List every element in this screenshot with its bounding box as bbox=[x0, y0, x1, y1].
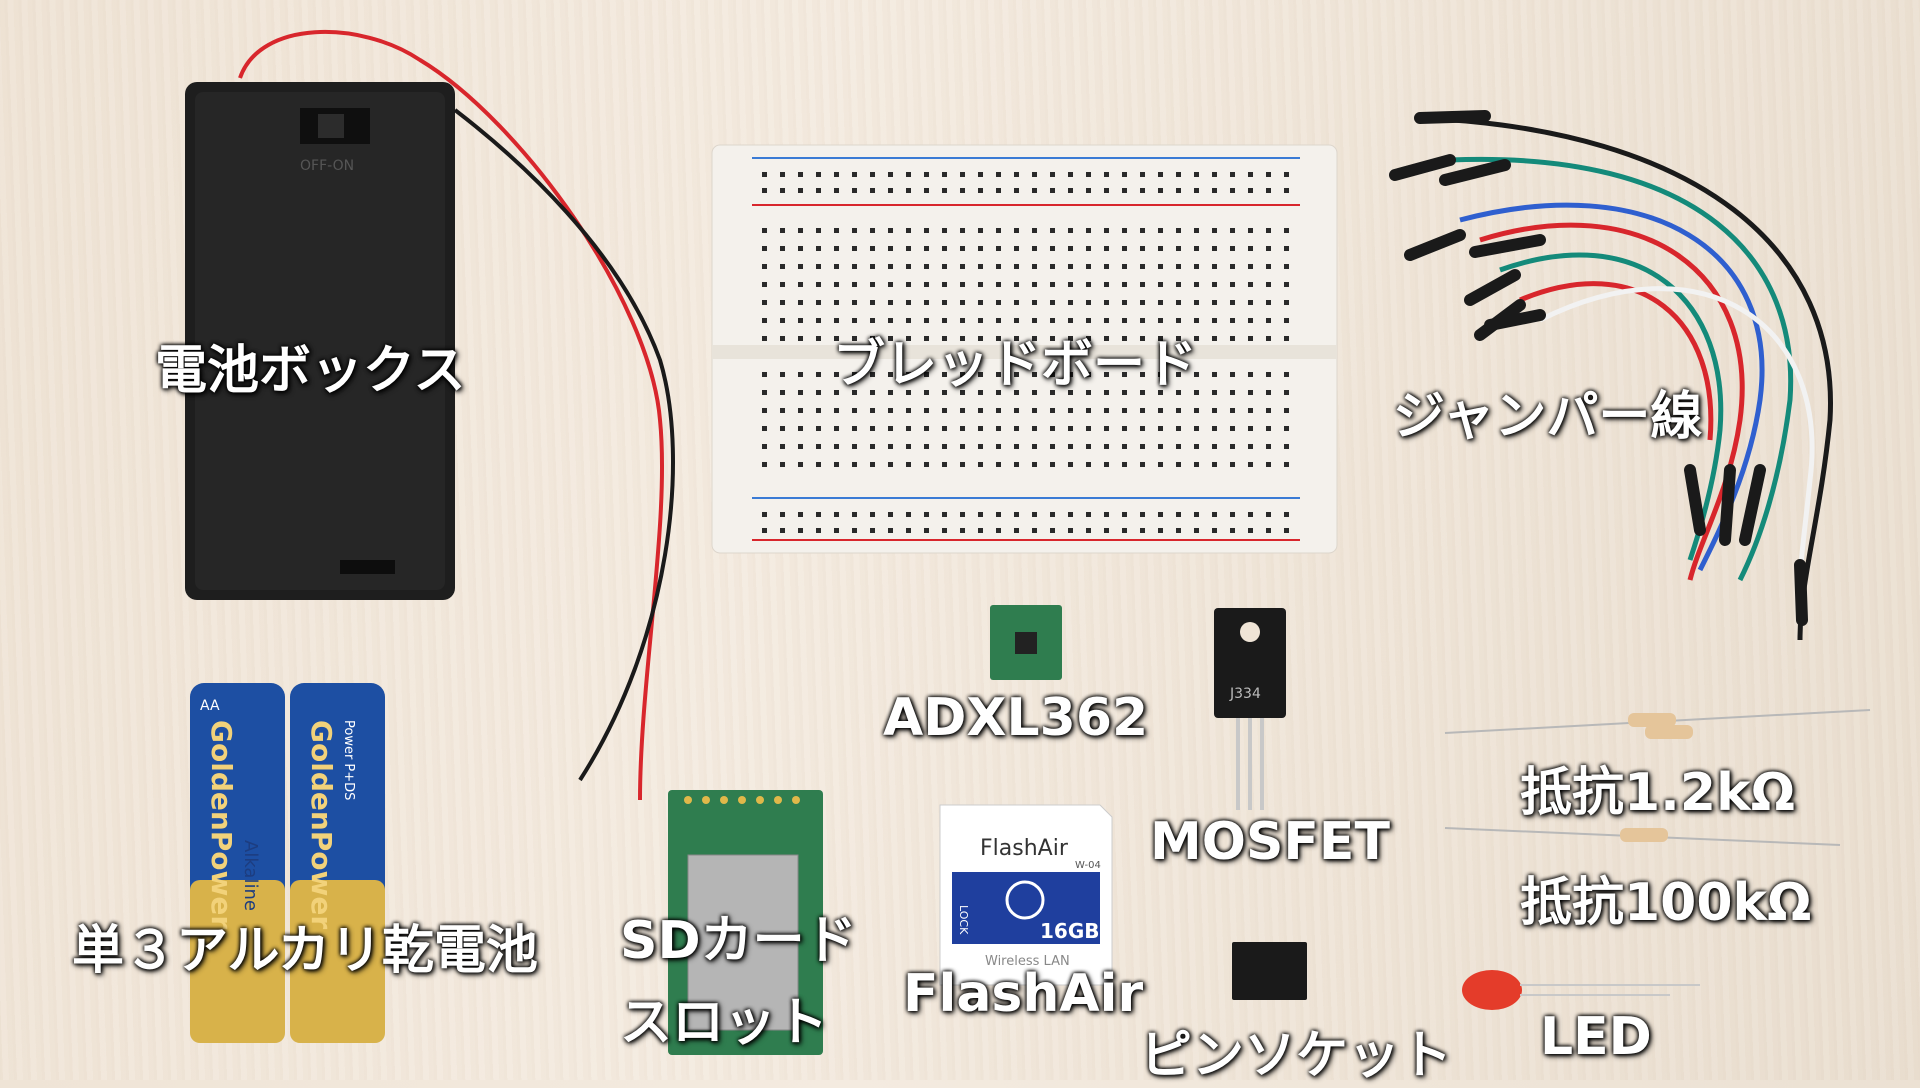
flashair-lock: LOCK bbox=[957, 905, 970, 935]
breadboard-holes bbox=[762, 172, 1289, 533]
flashair-brand: FlashAir bbox=[980, 836, 1069, 861]
sd-card-slot bbox=[668, 790, 823, 1055]
mosfet-part: J334 bbox=[1229, 686, 1261, 702]
flashair-capacity: 16GB bbox=[1040, 919, 1100, 943]
battery-series: Power P+DS bbox=[341, 720, 356, 800]
flashair-wifi: Wireless LAN bbox=[985, 954, 1070, 969]
label-pin-socket: ピンソケット bbox=[1140, 1026, 1453, 1086]
label-jumper-wire: ジャンパー線 bbox=[1393, 387, 1703, 447]
resistor-100k bbox=[1444, 827, 1841, 846]
black-wire bbox=[453, 108, 675, 782]
adxl362-board bbox=[990, 605, 1062, 680]
label-battery-box: 電池ボックス bbox=[155, 341, 466, 401]
pin-socket bbox=[1232, 942, 1307, 1000]
aa-batteries: GoldenPower GoldenPower AA Power P+DS Al… bbox=[190, 683, 385, 1043]
label-batteries: 単３アルカリ乾電池 bbox=[72, 921, 538, 981]
battery-box: OFF-ON bbox=[185, 82, 455, 600]
switch-text: OFF-ON bbox=[300, 158, 354, 174]
jumper-wires bbox=[1389, 110, 1833, 641]
battery-brand-2: GoldenPower bbox=[305, 720, 338, 929]
resistor-1-2k bbox=[1444, 709, 1871, 739]
label-adxl362: ADXL362 bbox=[883, 688, 1149, 748]
label-sd-slot-1: SDカード bbox=[620, 911, 857, 971]
breadboard bbox=[711, 144, 1338, 554]
label-flashair: FlashAir bbox=[903, 964, 1144, 1024]
flashair-model: W-04 bbox=[1075, 860, 1101, 871]
label-led: LED bbox=[1540, 1007, 1652, 1067]
label-mosfet: MOSFET bbox=[1150, 812, 1390, 872]
label-breadboard: ブレッドボード bbox=[833, 335, 1198, 395]
battery-size: AA bbox=[200, 698, 220, 714]
flashair-card: FlashAir W-04 16GB LOCK Wireless LAN bbox=[939, 804, 1113, 986]
label-resistor-100k: 抵抗100kΩ bbox=[1520, 873, 1812, 933]
label-resistor-1-2k: 抵抗1.2kΩ bbox=[1520, 763, 1795, 823]
led bbox=[1462, 970, 1700, 1010]
label-sd-slot-2: スロット bbox=[620, 993, 829, 1053]
battery-brand-1: GoldenPower bbox=[205, 720, 238, 929]
battery-type: Alkaline bbox=[240, 840, 261, 911]
mosfet: J334 bbox=[1214, 608, 1286, 810]
